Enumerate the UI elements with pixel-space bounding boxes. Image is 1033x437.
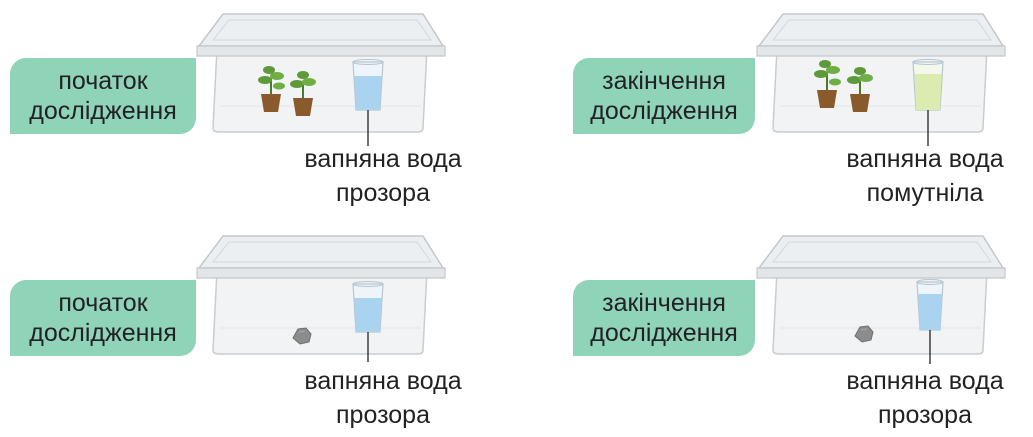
caption-line1: вапняна вода <box>304 145 462 173</box>
panel-stone-start: початок дослідження вапняна вода прозора <box>0 222 516 437</box>
plant-pot-left <box>814 60 841 108</box>
container-box <box>772 269 988 355</box>
caption: вапняна вода прозора <box>288 364 478 432</box>
caption: вапняна вода помутніла <box>830 142 1020 210</box>
stage-label: початок дослідження <box>10 58 196 134</box>
stone <box>854 325 874 343</box>
caption: вапняна вода прозора <box>830 364 1020 432</box>
plant-pot-right <box>290 71 316 116</box>
sealed-container <box>196 13 446 146</box>
stage-label: закінчення дослідження <box>573 280 755 356</box>
caption-line1: вапняна вода <box>304 367 462 395</box>
panel-plants-start: початок дослідження <box>0 0 516 215</box>
sealed-container <box>756 235 1006 364</box>
caption-line2: прозора <box>878 401 972 429</box>
container-lid <box>196 13 446 57</box>
lime-water-glass <box>352 281 384 333</box>
caption-line1: вапняна вода <box>846 145 1004 173</box>
stage-label-line1: початок <box>58 67 148 95</box>
stage-label-line2: дослідження <box>29 319 177 347</box>
plant-pot-left <box>258 66 285 112</box>
stage-label-line1: закінчення <box>602 289 726 317</box>
panel-plants-end: закінчення дослідження <box>560 0 1033 215</box>
caption-line2: помутніла <box>866 179 984 207</box>
stage-label-line1: закінчення <box>602 67 726 95</box>
container-box <box>772 47 988 133</box>
container-box <box>212 269 428 355</box>
lime-water-glass <box>916 279 944 331</box>
sealed-container <box>196 235 446 362</box>
container-lid <box>196 235 446 279</box>
stage-label-line2: дослідження <box>590 97 738 125</box>
container-lid <box>756 235 1006 279</box>
sealed-container <box>756 13 1006 146</box>
stage-label: початок дослідження <box>10 280 196 356</box>
container-lid <box>756 13 1006 57</box>
caption-line2: прозора <box>336 401 430 429</box>
caption-line2: прозора <box>336 179 430 207</box>
container-box <box>212 47 428 133</box>
lime-water-glass <box>912 59 944 111</box>
lime-water-glass <box>352 59 384 111</box>
plant-pot-right <box>847 67 873 112</box>
stage-label-line2: дослідження <box>29 97 177 125</box>
caption-line1: вапняна вода <box>846 367 1004 395</box>
caption: вапняна вода прозора <box>288 142 478 210</box>
stage-label: закінчення дослідження <box>573 58 755 134</box>
panel-stone-end: закінчення дослідження вапняна вода проз… <box>560 222 1033 437</box>
stage-label-line1: початок <box>58 289 148 317</box>
stage-label-line2: дослідження <box>590 319 738 347</box>
stone <box>292 327 312 345</box>
